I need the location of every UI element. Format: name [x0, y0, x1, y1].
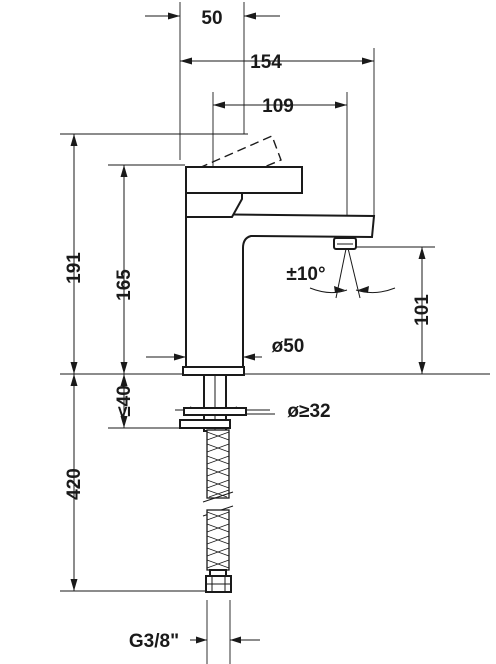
dim-top-offset: 50 [201, 8, 222, 29]
dim-hole-diameter: ø≥32 [287, 401, 330, 422]
hose-upper [206, 429, 230, 499]
dim-body-height: 165 [114, 269, 135, 301]
mounting-nut [179, 419, 231, 429]
extension-lines [60, 2, 490, 664]
faucet-body [185, 212, 376, 368]
dim-overall-depth: 154 [250, 52, 282, 73]
dim-spout-height: 101 [412, 294, 433, 326]
dim-max-countertop: ≤40 [114, 385, 135, 417]
faucet [182, 135, 376, 376]
dim-hose-length: 420 [64, 468, 85, 500]
dimension-labels: 50 154 109 191 165 ±10° 101 ø50 ≤40 ø≥32… [64, 8, 433, 652]
dim-connection-thread: G3/8" [129, 631, 179, 652]
dim-body-diameter: ø50 [272, 336, 305, 357]
base-plate [182, 366, 245, 376]
mounting-hardware [179, 374, 247, 593]
hose-lower-hatch [206, 511, 230, 569]
lever-neck [185, 192, 243, 218]
dimension-lines [70, 12, 426, 644]
hose-upper-hatch [206, 431, 230, 498]
lock-washer [183, 407, 247, 416]
dim-tilt-angle: ±10° [286, 264, 325, 285]
dim-overall-height: 191 [64, 252, 85, 284]
dim-spout-reach: 109 [262, 96, 294, 117]
lever-handle [185, 166, 303, 194]
